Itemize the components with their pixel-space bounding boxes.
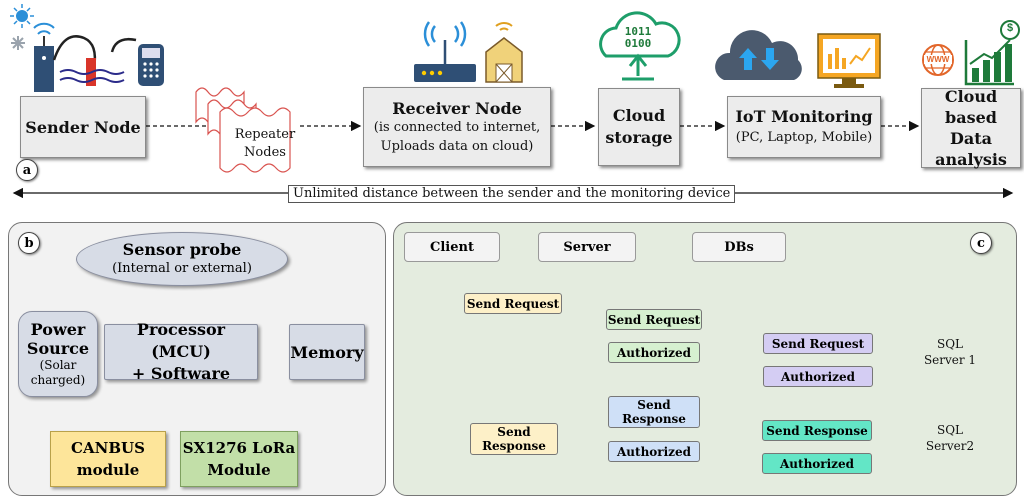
tag-send-request-dbs: Send Request [763, 333, 873, 354]
tag-text: Authorized [616, 444, 692, 459]
sensor-probe-title: Sensor probe [122, 240, 242, 259]
receiver-node-title: Receiver Node [392, 98, 522, 118]
sensor-device-icon [33, 22, 164, 92]
sun-icon [10, 4, 34, 28]
repeater-nodes-label: Repeater Nodes [222, 126, 308, 162]
cloud-sync-icon [715, 30, 802, 80]
router-icon [414, 21, 476, 82]
panel-b-label: b [18, 232, 40, 254]
canbus-module-box: CANBUS module [50, 431, 166, 487]
analysis-line2: based Data [945, 108, 997, 148]
monitor-icon [817, 33, 881, 88]
panel-c-label: c [970, 232, 992, 254]
tag-text: Send Request [607, 312, 701, 327]
barn-icon [485, 22, 523, 83]
cloud-storage-box: Cloud storage [598, 88, 680, 166]
distance-note: Unlimited distance between the sender an… [288, 185, 736, 203]
client-label: Client [430, 239, 474, 255]
tag-authorized-server-2: Authorized [608, 441, 700, 462]
sensor-probe-sub: (Internal or external) [112, 261, 252, 276]
cloud-binary-line2: 0100 [624, 37, 652, 50]
lora-line1: SX1276 LoRa [182, 439, 296, 457]
receiver-node-box: Receiver Node (is connected to internet,… [363, 87, 551, 167]
iot-monitoring-box: IoT Monitoring (PC, Laptop, Mobile) [727, 96, 881, 158]
iot-monitoring-title: IoT Monitoring [735, 107, 873, 126]
processor-line1: Processor (MCU) [136, 320, 226, 361]
power-source-box: Power Source (Solar charged) [18, 311, 98, 397]
dbs-label: DBs [724, 239, 754, 255]
tag-send-request-client: Send Request [464, 293, 562, 314]
tag-authorized-dbs-2: Authorized [762, 453, 872, 474]
tag-text: Send Response [766, 423, 868, 438]
sql-server-2-label: SQL Server2 [913, 422, 987, 454]
cloud-binary-line1: 1011 [624, 25, 652, 38]
sensor-probe-ellipse: Sensor probe (Internal or external) [76, 232, 288, 286]
sql-server2-text: Server2 [925, 439, 975, 453]
tag-text-response: Response [482, 439, 546, 453]
sql-server-1-label: SQL Server 1 [913, 336, 987, 368]
dollar-icon: $ [1006, 22, 1014, 34]
power-title1: Power [30, 320, 86, 339]
sender-node-box: Sender Node [20, 96, 146, 158]
lora-module-box: SX1276 LoRa Module [180, 431, 298, 487]
receiver-node-line2: Uploads data on cloud) [380, 138, 534, 154]
tag-text: Authorized [780, 369, 856, 384]
tag-send-response-server: Send Response [608, 396, 700, 428]
server-label: Server [563, 239, 611, 255]
tag-authorized-dbs: Authorized [763, 366, 873, 387]
tag-text: Authorized [616, 345, 692, 360]
memory-label: Memory [290, 342, 364, 362]
sender-node-label: Sender Node [25, 117, 141, 137]
cloud-binary: 1011 0100 [614, 26, 662, 50]
analysis-line3: analysis [935, 150, 1007, 169]
cloud-upload-icon [599, 11, 681, 81]
analysis-line1: Cloud [944, 87, 998, 106]
tag-text: Send Request [466, 296, 560, 311]
receiver-node-line1: (is connected to internet, [373, 119, 541, 135]
iot-monitoring-sub: (PC, Laptop, Mobile) [735, 130, 873, 145]
canbus-line1: CANBUS [71, 439, 145, 457]
memory-box: Memory [289, 324, 365, 380]
tag-text-send: Send [637, 398, 671, 412]
processor-line2: + Software [131, 364, 231, 383]
sql-text: SQL [936, 423, 964, 437]
power-title2: Source [26, 339, 90, 358]
dbs-header: DBs [692, 232, 786, 262]
sql-text: SQL [936, 337, 964, 351]
power-sub1: (Solar [39, 358, 77, 372]
repeater-line1: Repeater [234, 127, 296, 142]
tag-text: Send Request [771, 336, 865, 351]
tag-text: Authorized [779, 456, 855, 471]
tag-authorized-server: Authorized [608, 342, 700, 363]
repeater-line2: Nodes [244, 145, 286, 160]
client-header: Client [404, 232, 500, 262]
cloud-storage-line2: storage [605, 128, 673, 147]
processor-box: Processor (MCU) + Software [104, 320, 258, 383]
sql-server1-text: Server 1 [923, 353, 977, 367]
canbus-line2: module [76, 461, 140, 479]
tag-send-request-server: Send Request [606, 309, 702, 330]
repeater-shapes [195, 87, 291, 173]
server-header: Server [538, 232, 636, 262]
tag-text-send: Send [497, 425, 531, 439]
www-label: WWW [924, 55, 952, 64]
growth-chart-icon [964, 20, 1020, 86]
snowflake-icon [11, 36, 25, 50]
data-analysis-box: Cloud based Data analysis [921, 87, 1021, 169]
tag-send-response-client: Send Response [470, 423, 558, 455]
cloud-storage-line1: Cloud [612, 106, 666, 125]
power-sub2: charged) [30, 373, 86, 387]
lora-line2: Module [207, 461, 271, 479]
tag-send-response-dbs: Send Response [762, 420, 872, 441]
panel-a-label: a [16, 159, 38, 181]
tag-text-response: Response [622, 412, 686, 426]
